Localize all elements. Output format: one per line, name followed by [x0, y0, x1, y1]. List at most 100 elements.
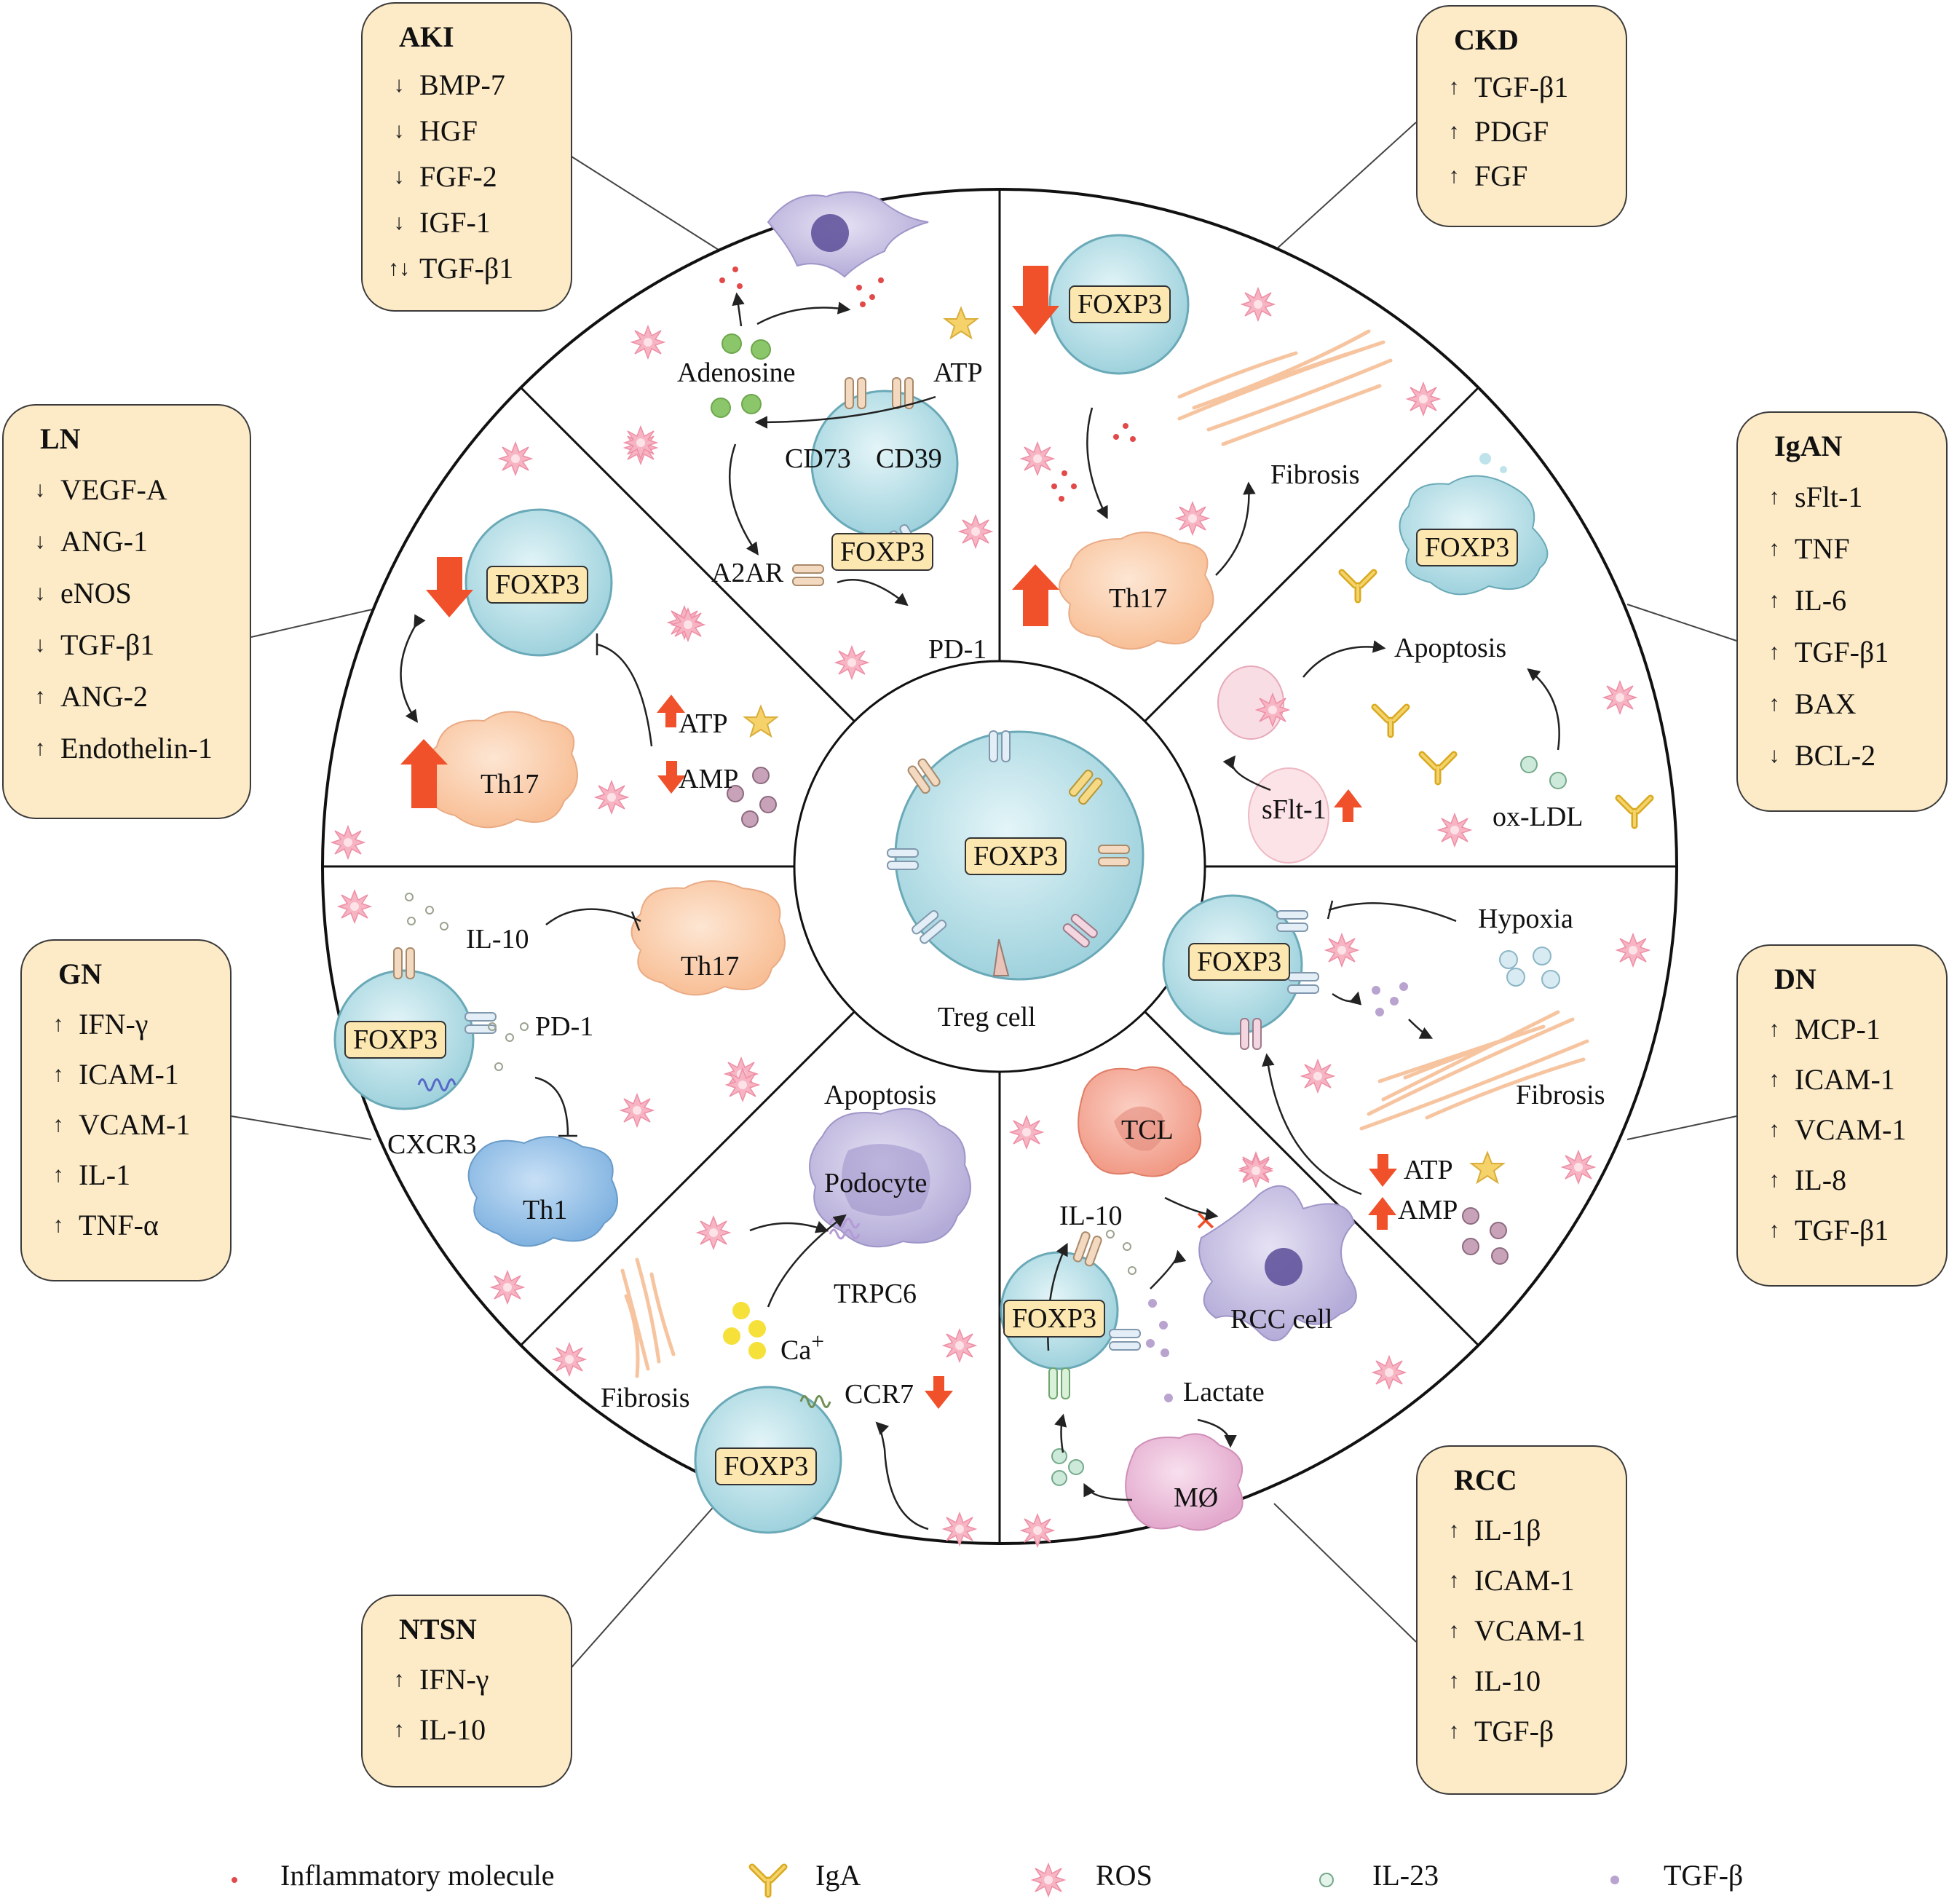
direction-arrow: ↓	[393, 164, 405, 189]
marker-label: HGF	[419, 114, 478, 147]
aki-box: AKI↓BMP-7↓HGF↓FGF-2↓IGF-1↑↓TGF-β1	[361, 2, 572, 312]
aki-box-row: ↓HGF	[384, 108, 549, 154]
ntsn-ca-sup: +	[811, 1329, 825, 1354]
legend-item-iga: IgA	[815, 1849, 861, 1900]
direction-arrow: ↓	[34, 632, 46, 657]
marker-label: MCP-1	[1795, 1012, 1881, 1046]
marker-label: IFN-γ	[79, 1007, 149, 1040]
aki-sector-art	[624, 191, 992, 679]
ckd-box-title: CKD	[1454, 23, 1519, 56]
igan-oxldl-label: ox-LDL	[1493, 802, 1584, 832]
aki-cd39-label: CD39	[876, 443, 942, 474]
direction-arrow: ↓	[34, 580, 46, 605]
marker-label: IL-1	[79, 1158, 131, 1191]
marker-label: TNF-α	[79, 1208, 159, 1241]
sector-dividers	[323, 189, 1677, 1544]
marker-label: eNOS	[60, 576, 132, 609]
legend-label: Inflammatory molecule	[280, 1858, 555, 1892]
direction-arrow: ↓	[34, 529, 46, 553]
dn-box-row: ↑ MCP-1	[1760, 1004, 1924, 1054]
direction-arrow: ↑	[1768, 691, 1780, 716]
direction-arrow: ↓	[1768, 743, 1780, 767]
ntsn-trpc6-label: TRPC6	[834, 1279, 917, 1309]
rcc-lactate-label: Lactate	[1183, 1377, 1265, 1407]
ntsn-ca-label: Ca+	[780, 1329, 824, 1367]
dn-hypoxia-label: Hypoxia	[1478, 904, 1573, 934]
marker-label: ICAM-1	[1474, 1563, 1575, 1597]
ckd-box: CKD↑TGF-β1↑PDGF↑FGF	[1416, 5, 1627, 227]
dn-box-row: ↑ICAM-1	[1760, 1054, 1924, 1105]
rcc-cell-label: RCC cell	[1230, 1304, 1333, 1335]
ntsn-ccr7-label: CCR7	[845, 1379, 914, 1410]
marker-label: IL-8	[1795, 1163, 1847, 1196]
rcc-box-row: ↑ IL-1β	[1439, 1505, 1604, 1555]
gn-box-row: ↑IL-1	[44, 1150, 208, 1200]
marker-label: IL-1β	[1474, 1513, 1541, 1546]
marker-label: TNF	[1795, 532, 1850, 565]
gn-box: GN ↑ IFN-γ ↑ICAM-1↑VCAM-1↑IL-1 ↑ TNF-α	[20, 939, 232, 1281]
dn-atp-label: ATP	[1404, 1155, 1453, 1185]
gn-box-row: ↑ICAM-1	[44, 1049, 208, 1099]
rcc-sector-art: ✕	[1000, 1066, 1406, 1547]
gn-box-title: GN	[58, 957, 102, 990]
marker-label: TGF-β1	[1795, 1213, 1889, 1247]
ntsn-ca-text: Ca	[780, 1335, 812, 1366]
direction-arrow: ↑	[1768, 588, 1780, 612]
rcc-box-row: ↑TGF-β	[1439, 1706, 1604, 1756]
center-foxp3-label: FOXP3	[965, 837, 1067, 875]
ckd-fibrosis-label: Fibrosis	[1270, 459, 1360, 490]
dn-box-row: ↑TGF-β1	[1760, 1205, 1924, 1255]
dn-amp-label: AMP	[1398, 1195, 1458, 1225]
dn-box-row: ↑ IL-8	[1760, 1155, 1924, 1205]
gn-il10-label: IL-10	[466, 924, 529, 955]
direction-arrow: ↑	[393, 1717, 405, 1742]
legend-label: IL-23	[1372, 1858, 1439, 1892]
gn-box-row: ↑VCAM-1	[44, 1099, 208, 1150]
direction-arrow: ↑	[1448, 1517, 1460, 1542]
direction-arrow: ↓	[393, 72, 405, 97]
legend-item-inflammatory: Inflammatory molecule	[280, 1849, 555, 1900]
direction-arrow: ↑	[1448, 1668, 1460, 1693]
rcc-mo-label: MØ	[1174, 1482, 1219, 1513]
ntsn-podocyte-label: Podocyte	[824, 1168, 928, 1198]
ntsn-box-row: ↑ IL-10	[384, 1704, 549, 1755]
rcc-box-row: ↑ ICAM-1	[1439, 1555, 1604, 1605]
igan-foxp3-label: FOXP3	[1416, 529, 1519, 566]
aki-a2ar-label: A2AR	[711, 558, 784, 588]
marker-label: IL-10	[419, 1713, 486, 1746]
marker-label: VCAM-1	[1795, 1113, 1907, 1146]
ntsn-box: NTSN↑IFN-γ↑IL-10	[361, 1595, 572, 1788]
direction-arrow: ↑	[1768, 1016, 1780, 1041]
legend-label: IgA	[815, 1858, 861, 1892]
ln-box-row: ↓ANG-1	[25, 515, 228, 567]
ln-foxp3-label: FOXP3	[486, 566, 589, 604]
rcc-box-row: ↑IL-10	[1439, 1656, 1604, 1706]
direction-arrow: ↑	[1768, 536, 1780, 561]
marker-label: TGF-β1	[419, 251, 514, 285]
ln-box: LN↓VEGF-A↓ANG-1↓eNOS↓TGF-β1↑ANG-2↑Endoth…	[2, 404, 251, 819]
direction-arrow: ↑	[1768, 1167, 1780, 1192]
ln-atp-label: ATP	[679, 708, 728, 739]
marker-label: TGF-β1	[1795, 635, 1889, 668]
igan-box-row: ↓ BCL-2	[1760, 730, 1924, 781]
center-caption: Treg cell	[938, 1002, 1036, 1032]
legend-icons	[232, 1863, 1619, 1896]
direction-arrow: ↑	[34, 684, 46, 708]
marker-label: PDGF	[1474, 114, 1549, 148]
marker-label: BCL-2	[1795, 738, 1876, 772]
aki-box-title: AKI	[399, 20, 454, 53]
legend-item-tgfb: TGF-β	[1664, 1849, 1743, 1900]
legend-item-ros: ROS	[1096, 1849, 1153, 1900]
ckd-box-row: ↑PDGF	[1439, 109, 1604, 154]
direction-arrow: ↑	[393, 1667, 405, 1691]
direction-arrow: ↑	[52, 1212, 64, 1237]
direction-arrow: ↑	[52, 1062, 64, 1086]
igan-sflt1-label: sFlt-1	[1262, 794, 1327, 825]
ln-box-title: LN	[40, 422, 81, 455]
direction-arrow: ↑	[1448, 1568, 1460, 1592]
rcc-box: RCC↑IL-1β↑ICAM-1↑VCAM-1↑IL-10↑TGF-β	[1416, 1445, 1627, 1795]
marker-label: BAX	[1795, 687, 1857, 720]
marker-label: TGF-β1	[60, 628, 155, 661]
ln-box-row: ↓ eNOS	[25, 567, 228, 619]
